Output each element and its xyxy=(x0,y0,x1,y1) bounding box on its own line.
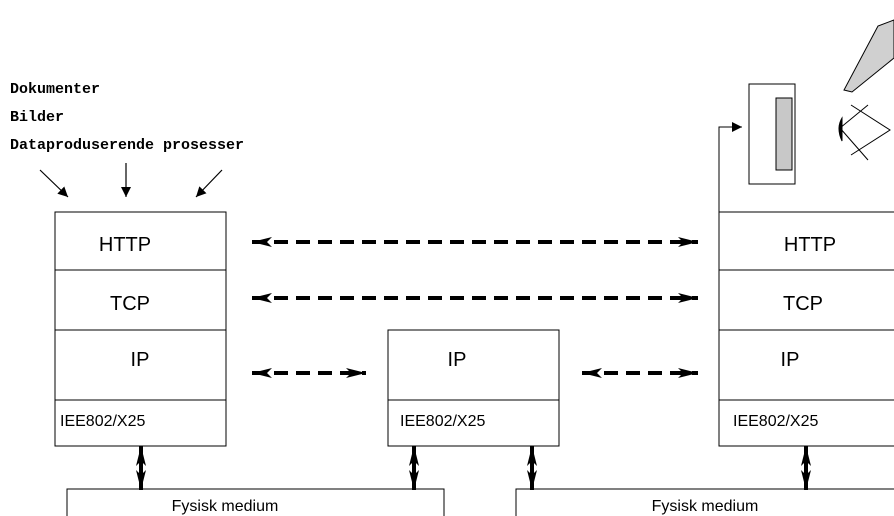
physical-medium-left-label: Fysisk medium xyxy=(172,498,279,515)
left-layer-http: HTTP xyxy=(99,234,151,256)
right-layer-http: HTTP xyxy=(784,234,836,256)
peer-arrows xyxy=(252,237,698,378)
physical-media xyxy=(66,488,894,516)
source-label-processes: Dataproduserende prosesser xyxy=(10,137,244,154)
source-arrows xyxy=(39,163,223,198)
left-layer-ip: IP xyxy=(131,349,150,371)
physical-link-arrows xyxy=(136,446,811,490)
right-layer-tcp: TCP xyxy=(783,293,823,315)
source-label-documents: Dokumenter xyxy=(10,81,100,98)
middle-layer-link: IEE802/X25 xyxy=(400,413,486,430)
physical-medium-right-label: Fysisk medium xyxy=(652,498,759,515)
document-viewer-icon xyxy=(748,83,796,185)
pen-icon xyxy=(843,19,894,93)
left-layer-tcp: TCP xyxy=(110,293,150,315)
eye-icon xyxy=(838,104,891,161)
source-label-images: Bilder xyxy=(10,109,64,126)
middle-stack xyxy=(387,329,560,447)
middle-layer-ip: IP xyxy=(448,349,467,371)
right-layer-ip: IP xyxy=(781,349,800,371)
output-arrow xyxy=(718,122,742,212)
left-layer-link: IEE802/X25 xyxy=(60,413,146,430)
right-layer-link: IEE802/X25 xyxy=(733,413,819,430)
